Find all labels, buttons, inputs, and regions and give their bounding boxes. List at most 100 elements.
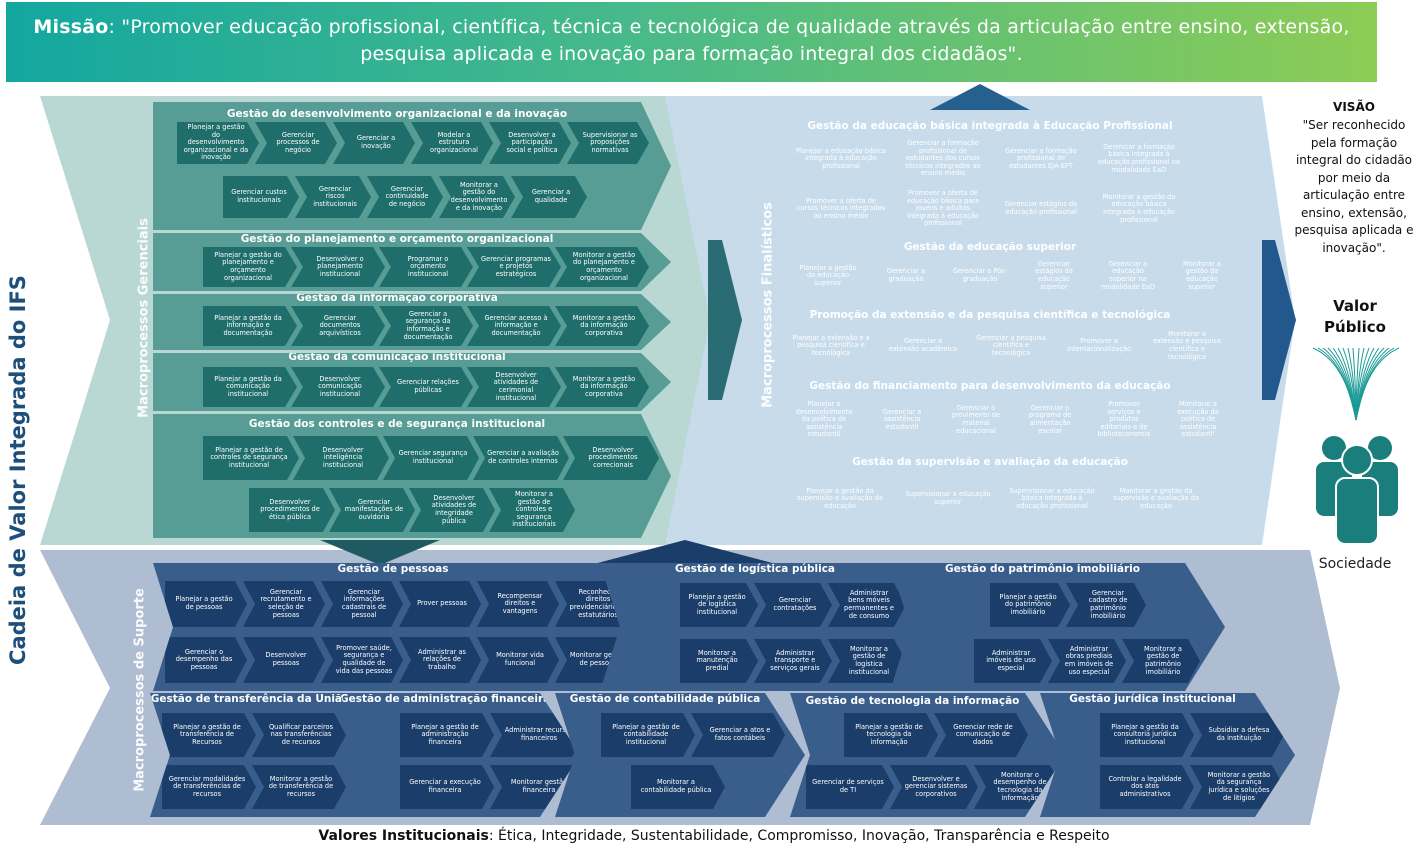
process-step: Planejar a gestão de logística instituci…	[680, 583, 758, 627]
process-step: Promover serviços e produtos editoriais …	[1097, 400, 1151, 439]
band-title: Gestão de logística pública	[674, 563, 836, 575]
process-step: Monitorar a execução da política de assi…	[1177, 400, 1219, 439]
process-step: Monitorar a gestão da supervisão e avali…	[1113, 486, 1199, 510]
label-suporte: Macroprocessos de Suporte	[132, 588, 148, 792]
process-step: Gerenciar a execução financeira	[400, 765, 494, 809]
process-step: Gerenciar relações públicas	[379, 367, 473, 407]
gerenciais-arrow	[708, 240, 742, 400]
vision-block: VISÃO "Ser reconhecido pela formação int…	[1290, 100, 1418, 257]
process-step: Recompensar direitos e vantagens	[477, 581, 559, 627]
process-step: Gerenciar riscos institucionais	[295, 176, 371, 218]
sociedade-label: Sociedade	[1318, 556, 1392, 572]
side-title-text: Cadeia de Valor Integrada do IFS	[6, 275, 30, 665]
process-step: Gerenciar a avaliação de controles inter…	[473, 436, 569, 480]
funnel-icon	[1312, 347, 1400, 421]
process-step: Monitorar a extensão e pesquisa científi…	[1153, 329, 1221, 361]
process-step: Gerenciar a pesquisa científica e tecnol…	[976, 333, 1046, 357]
suporte-up-arrow	[590, 540, 780, 565]
band-f5: Gestão da supervisão e avaliação da educ…	[780, 456, 1230, 524]
process-step: Monitorar a gestão de patrimônio imobili…	[1122, 639, 1200, 683]
process-step: Administrar obras prediais em imóveis de…	[1048, 639, 1126, 683]
label-finalisticos: Macroprocessos Finalísticos	[760, 202, 776, 408]
process-step: Supervisionar as proposições normativas	[567, 122, 649, 164]
process-step: Monitorar a gestão do planejamento e orç…	[555, 247, 649, 287]
process-step: Monitorar a gestão do desenvolvimento e …	[439, 176, 515, 218]
process-step: Gerenciar a segurança da informação e do…	[379, 306, 473, 346]
process-step: Gerenciar de serviços de TI	[806, 765, 894, 809]
process-step: Planejar a gestão de contabilidade insti…	[601, 713, 695, 757]
process-step: Gerenciar o programa de alimentação esco…	[1028, 403, 1072, 435]
values-footer: Valores Institucionais: Ética, Integrida…	[0, 828, 1428, 844]
process-step: Gerenciar documentos arquivísticos	[291, 306, 385, 346]
band-title: Gestão de contabilidade pública	[569, 693, 761, 705]
process-step: Gerenciar informações cadastrais de pess…	[321, 581, 403, 627]
process-step: Desenvolver inteligência institucional	[293, 436, 389, 480]
finalisticos-chevron-bg	[665, 96, 1295, 545]
process-step: Desenvolver o planejamento institucional	[291, 247, 385, 287]
process-step: Desenvolver a participação social e polí…	[489, 122, 571, 164]
process-step: Monitorar a contabilidade pública	[631, 765, 725, 809]
process-step: Gerenciar continuidade de negócio	[367, 176, 443, 218]
mission-text: : "Promover educação profissional, cient…	[108, 16, 1350, 65]
people-icon	[1316, 436, 1398, 545]
process-step: Monitorar a gestão de transferência de r…	[252, 765, 346, 809]
process-step: Gerenciar a extensão acadêmica	[888, 337, 958, 353]
mission-label: Missão	[33, 16, 109, 38]
process-step: Qualificar parceiros nas transferências …	[252, 713, 346, 757]
band-title: Gestão da comunicação institucional	[288, 351, 506, 363]
finalisticos-arrow	[1262, 240, 1296, 400]
process-step: Gerenciar contratações	[754, 583, 832, 627]
band-f4: Gestão do financiamento para desenvolvim…	[780, 380, 1230, 450]
process-step: Gerenciar a assistência estudantil	[882, 407, 922, 431]
process-step: Gerenciar a formação profissional de est…	[1005, 146, 1077, 170]
process-step: Planejar a gestão da educação superior	[799, 263, 857, 287]
process-step: Monitorar a manutenção predial	[680, 639, 758, 683]
process-step: Gerenciar a Pós-graduação	[953, 267, 1007, 283]
band-title: Gestão de administração financeira	[340, 693, 551, 705]
process-step: Gerenciar recrutamento e seleção de pess…	[243, 581, 325, 627]
process-step: Controlar a legalidade dos atos administ…	[1100, 765, 1194, 809]
gerenciais-down-arrow	[320, 540, 440, 565]
values-text: : Ética, Integridade, Sustentabilidade, …	[488, 828, 1110, 844]
process-step: Monitorar a gestão da educação superior	[1183, 259, 1221, 291]
band-f1: Gestão da educação básica integrada à Ed…	[780, 118, 1230, 238]
band-title: Gestão dos controles e de segurança inst…	[248, 418, 546, 430]
band-title: Gestão da educação básica integrada à Ed…	[807, 120, 1173, 132]
process-step: Administrar as relações de trabalho	[399, 637, 481, 683]
process-step: Monitorar a gestão de logística instituc…	[828, 639, 906, 683]
process-step: Monitorar a gestão da informação corpora…	[555, 306, 649, 346]
process-step: Prover pessoas	[399, 581, 481, 627]
process-step: Planejar a gestão de controles de segura…	[203, 436, 299, 480]
process-step: Administrar transporte e serviços gerais	[754, 639, 832, 683]
band-g2: Gestão do planejamento e orçamento organ…	[153, 233, 671, 291]
process-step: Monitorar a gestão da informação corpora…	[555, 367, 649, 407]
label-gerenciais: Macroprocessos Gerenciais	[136, 218, 152, 418]
process-step: Programar o orçamento institucional	[379, 247, 473, 287]
process-step: Gerenciar estágios da educação profissio…	[1004, 200, 1078, 216]
process-step: Gerenciar a qualidade	[511, 176, 587, 218]
process-step: Gerenciar manifestações de ouvidoria	[329, 488, 415, 532]
mission-banner: Missão: "Promover educação profissional,…	[6, 2, 1377, 82]
band-title: Gestão do patrimônio imobiliário	[945, 563, 1140, 575]
band-title: Gestão da educação superior	[903, 241, 1077, 253]
band-title: Gestão da supervisão e avaliação da educ…	[852, 456, 1128, 468]
process-step: Planejar o desenvolvimento da política d…	[795, 400, 853, 439]
process-step: Gerenciar modalidades de transferências …	[162, 765, 256, 809]
process-step: Supervisionar a educação básica integrad…	[1009, 486, 1095, 510]
process-step: Planejar a gestão do desenvolvimento org…	[177, 122, 259, 164]
process-step: Gerenciar cadastro de patrimônio imobili…	[1066, 583, 1146, 627]
band-g1: Gestão do desenvolvimento organizacional…	[153, 102, 671, 230]
process-step: Gerenciar o desempenho das pessoas	[165, 637, 247, 683]
process-step: Gerenciar a inovação	[333, 122, 415, 164]
mission-up-arrow	[930, 84, 1030, 110]
process-step: Planejar a gestão de pessoas	[165, 581, 247, 627]
band-f3: Promoção da extensão e da pesquisa cient…	[780, 309, 1230, 373]
process-step: Modelar a estrutura organizacional	[411, 122, 493, 164]
process-step: Gerenciar a formação básica integrada à …	[1098, 142, 1180, 174]
process-step: Gerenciar programas e projetos estratégi…	[467, 247, 561, 287]
